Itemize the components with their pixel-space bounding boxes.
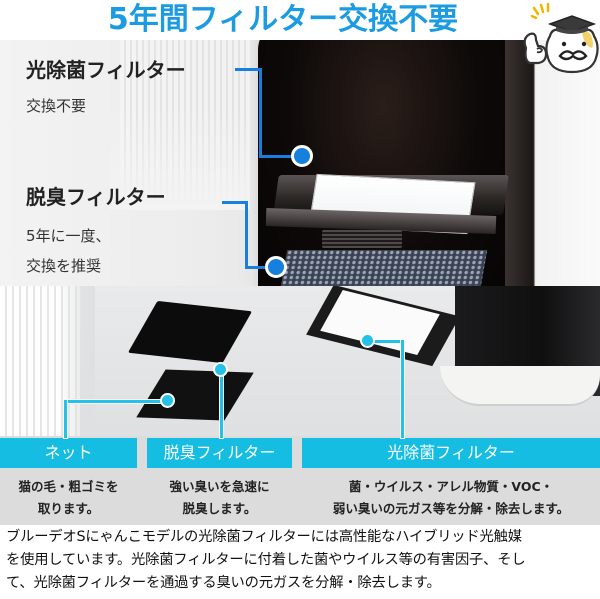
connector-line <box>64 400 169 403</box>
callout-deodorizing-filter-title: 脱臭フィルター <box>26 185 166 209</box>
photo-filter-cartridge-image <box>320 290 440 355</box>
callout-line <box>245 201 248 269</box>
callout-line <box>245 266 270 269</box>
bar-deodorizing-filter: 脱臭フィルター <box>147 438 292 468</box>
cat-mascot-icon <box>523 2 599 74</box>
connector-dot <box>213 362 228 377</box>
callout-dot <box>291 145 313 167</box>
net-filter-image <box>136 369 254 421</box>
deodorizing-filter-description: 強い臭いを急速に 脱臭します。 <box>169 479 270 516</box>
callout-line <box>259 155 299 158</box>
callout-dot <box>265 256 287 278</box>
filter-description-bars: ネット 脱臭フィルター 光除菌フィルター 猫の毛・粗ゴミを 取ります。 強い臭い… <box>0 436 600 525</box>
connector-dot <box>360 333 375 348</box>
connector-line <box>401 340 404 438</box>
callout-deodorizing-filter-subtitle-2: 交換を推奨 <box>26 257 102 275</box>
bar-net: ネット <box>0 438 137 468</box>
connector-line <box>372 340 404 343</box>
connector-dot <box>160 393 175 408</box>
callout-deodorizing-filter-subtitle-1: 5年に一度、 <box>26 227 111 245</box>
description-paragraph: ブルーデオSにゃんこモデルの光除菌フィルターには高性能なハイブリッド光触媒 を使… <box>6 529 526 591</box>
filters-exploded-photo <box>0 286 600 436</box>
bar-photo-sterilization-filter: 光除菌フィルター <box>302 438 600 468</box>
page-title: 5年間フィルター交換不要 <box>107 2 459 37</box>
photo-filter-description: 菌・ウイルス・アレル物質・VOC・ 弱い臭いの元ガス等を分解・除去します。 <box>332 479 570 516</box>
title-band: 5年間フィルター交換不要 <box>0 0 600 40</box>
connector-line <box>220 370 223 438</box>
deodorizing-block-image <box>127 300 253 364</box>
connector-line <box>64 400 67 438</box>
callout-photo-filter-title: 光除菌フィルター <box>26 58 186 82</box>
callout-photo-filter-subtitle: 交換不要 <box>26 97 87 115</box>
callout-line <box>235 68 261 71</box>
callout-line <box>222 201 247 204</box>
deodorizing-filter-image <box>280 250 488 286</box>
net-description: 猫の毛・粗ゴミを 取ります。 <box>18 479 119 516</box>
callout-line <box>259 68 262 158</box>
